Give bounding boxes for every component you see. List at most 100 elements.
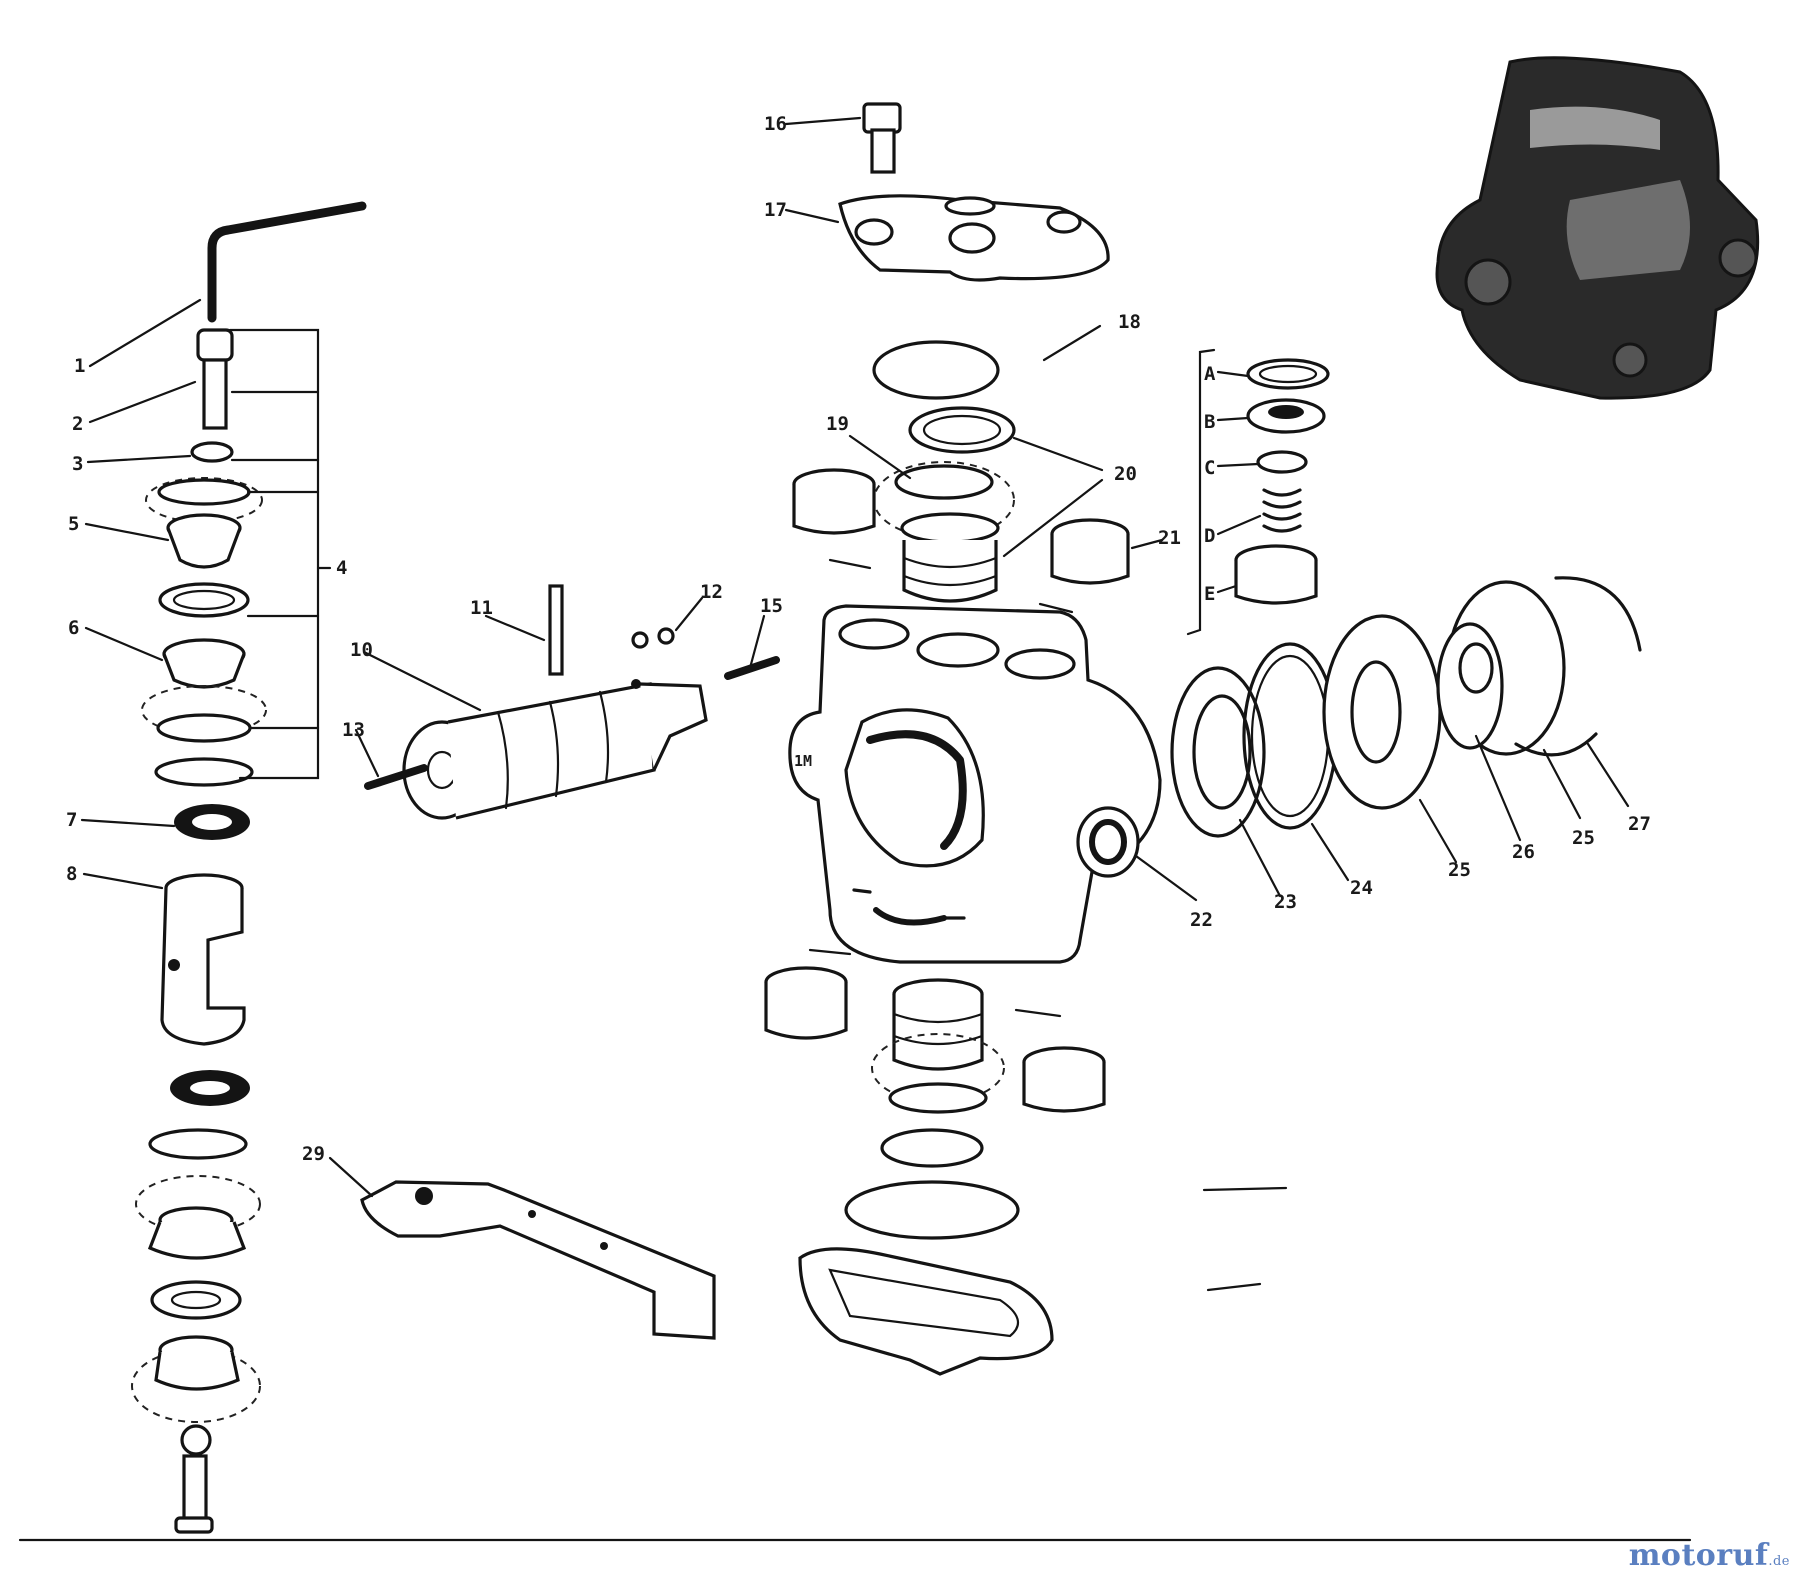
seal bbox=[158, 582, 250, 618]
part-18-o-ring bbox=[872, 340, 1000, 400]
bottom-cover-recess bbox=[828, 1268, 1020, 1338]
label-1: 1 bbox=[74, 355, 85, 377]
part-6-bearing-body bbox=[162, 653, 246, 689]
bracket-bolt bbox=[415, 1187, 433, 1205]
housing-port bbox=[1004, 648, 1076, 680]
part-C-washer bbox=[1256, 450, 1308, 474]
seal bbox=[880, 1128, 984, 1168]
part-8-hole bbox=[168, 959, 180, 971]
side-seal-stack bbox=[1170, 576, 1642, 838]
part-29-leader bbox=[328, 1156, 374, 1198]
valve-cup-body bbox=[764, 982, 848, 1040]
part-2-bolt-head bbox=[196, 328, 234, 362]
watermark-text: motoruf bbox=[1628, 1538, 1769, 1573]
valve-body bbox=[902, 540, 998, 603]
part-12-ball bbox=[631, 631, 649, 649]
housing-port bbox=[916, 632, 1000, 668]
ring bbox=[154, 757, 254, 787]
label-11: 11 bbox=[470, 597, 493, 619]
ring bbox=[157, 478, 251, 506]
label-12: 12 bbox=[700, 581, 723, 603]
o-ring bbox=[844, 1180, 1020, 1240]
part-16-bolt-head bbox=[862, 102, 902, 134]
label-15: 15 bbox=[760, 595, 783, 617]
label-E: E bbox=[1204, 583, 1215, 605]
watermark-suffix: .de bbox=[1768, 1554, 1790, 1569]
part-13-pin bbox=[364, 764, 428, 790]
part-2-bolt-shank bbox=[202, 358, 228, 430]
part-22-port-inner bbox=[1089, 819, 1127, 865]
seal-inner bbox=[172, 589, 236, 611]
left-leaders bbox=[80, 298, 202, 890]
part-25-disc bbox=[1322, 614, 1442, 810]
ae-leaders bbox=[1216, 370, 1262, 594]
ring bbox=[888, 1082, 988, 1114]
assembly-port bbox=[1612, 342, 1648, 378]
housing-port bbox=[838, 618, 910, 650]
part-4-bracket bbox=[228, 328, 332, 780]
part-23-ring-inner bbox=[1192, 694, 1252, 810]
part-29-bracket bbox=[360, 1180, 716, 1340]
valve-groove bbox=[902, 574, 998, 587]
shaft-groove bbox=[598, 690, 610, 784]
main-housing: 1M bbox=[788, 604, 1162, 964]
bracket-hole bbox=[600, 1242, 608, 1250]
valve-groove bbox=[902, 556, 998, 569]
label-29: 29 bbox=[302, 1143, 325, 1165]
right-valve-stack bbox=[1186, 348, 1330, 636]
cover-hole bbox=[948, 222, 996, 254]
bottom-cover-plate bbox=[798, 1247, 1054, 1376]
label-6: 6 bbox=[68, 617, 79, 639]
part-21-cup-body bbox=[1050, 534, 1130, 585]
label-D: D bbox=[1204, 525, 1215, 547]
label-25-a: 25 bbox=[1448, 859, 1471, 881]
label-25-b: 25 bbox=[1572, 827, 1595, 849]
part-19-ring bbox=[894, 464, 994, 500]
left-column-stack bbox=[131, 201, 367, 1534]
shaft-fork bbox=[639, 682, 708, 771]
valve-cup-body bbox=[792, 484, 876, 535]
part-26-hub-bore bbox=[1458, 642, 1494, 694]
ring bbox=[156, 713, 252, 743]
valve-body bbox=[892, 994, 984, 1071]
valve-cup-body bbox=[1022, 1062, 1106, 1113]
lower-center-parts bbox=[764, 966, 1106, 1376]
part-7-bore bbox=[192, 814, 232, 830]
shaft-groove bbox=[496, 710, 509, 810]
shaft-assembly bbox=[364, 584, 780, 820]
ae-bracket bbox=[1186, 348, 1216, 636]
cover-hole bbox=[854, 218, 894, 246]
label-5: 5 bbox=[68, 513, 79, 535]
lower-bolt-shank bbox=[182, 1454, 208, 1524]
stray-marks bbox=[808, 558, 1288, 1292]
lower-bolt-head bbox=[174, 1516, 214, 1534]
part-D-spring bbox=[1262, 488, 1302, 533]
label-21: 21 bbox=[1158, 527, 1181, 549]
seal bbox=[150, 1280, 242, 1320]
part-5-cup-body bbox=[166, 527, 242, 569]
label-8: 8 bbox=[66, 863, 77, 885]
label-13: 13 bbox=[342, 719, 365, 741]
label-18: 18 bbox=[1118, 311, 1141, 333]
top-center-parts bbox=[792, 102, 1130, 603]
assembled-view bbox=[1435, 56, 1760, 400]
bracket-line bbox=[228, 328, 320, 780]
part-E-cup-body bbox=[1234, 560, 1318, 605]
shaft-groove bbox=[548, 700, 560, 798]
part-27-snap-ring bbox=[1554, 576, 1642, 652]
part-26-hub bbox=[1436, 622, 1504, 750]
assembly-highlight bbox=[1566, 180, 1690, 280]
nut bbox=[180, 1424, 212, 1456]
part-A-ring-inner bbox=[1258, 364, 1318, 384]
label-19: 19 bbox=[826, 413, 849, 435]
part-16-bolt-shank bbox=[870, 128, 896, 174]
part-3-washer bbox=[190, 441, 234, 463]
label-24: 24 bbox=[1350, 877, 1373, 899]
part-1-key bbox=[207, 201, 367, 323]
part-8-yoke bbox=[160, 887, 246, 1046]
assembly-port bbox=[1464, 258, 1512, 306]
label-7: 7 bbox=[66, 809, 77, 831]
cover-hole bbox=[944, 196, 996, 216]
